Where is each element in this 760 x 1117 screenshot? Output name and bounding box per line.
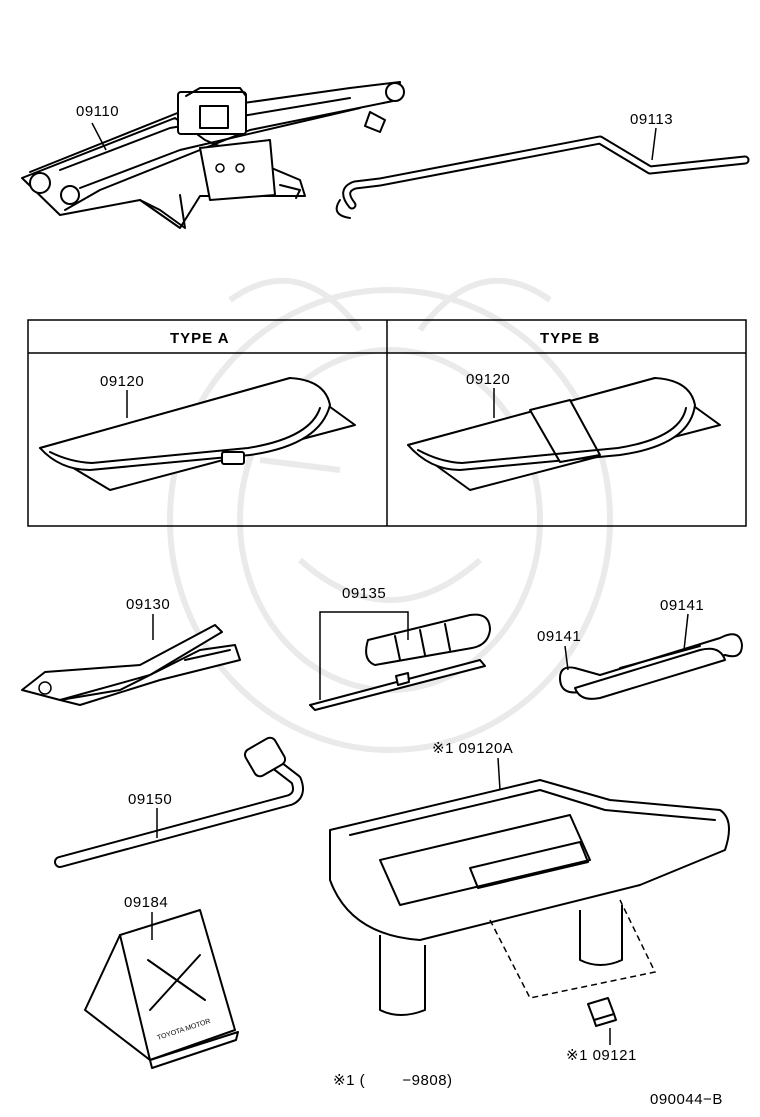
screwdriver-illustration (309, 613, 491, 711)
tray-clip-illustration (587, 997, 617, 1027)
type-table (27, 319, 747, 527)
label-tool-bag-b: 09120 (466, 371, 510, 388)
label-tray-clip: ※1 09121 (566, 1047, 637, 1064)
leader-jack (91, 122, 107, 151)
tool-bag-a-illustration (39, 377, 356, 491)
pliers-illustration (21, 624, 241, 706)
wheel-chock-illustration (84, 909, 239, 1069)
label-screwdriver: 09135 (342, 585, 386, 602)
label-jack-handle: 09113 (630, 111, 673, 128)
leader-wrench-left (564, 645, 569, 671)
watermark-logo (167, 277, 613, 753)
footnote: ※1 ( −9808) (333, 1072, 453, 1089)
label-wheel-chock: 09184 (124, 894, 168, 911)
label-tool-tray: ※1 09120A (432, 740, 513, 757)
type-a-header: TYPE A (170, 330, 230, 347)
diagram-id: 090044−B (650, 1091, 723, 1108)
tool-tray-illustration (329, 779, 730, 1016)
tool-bag-b-illustration (407, 377, 721, 491)
label-jack: 09110 (76, 103, 119, 120)
leader-jack-handle (651, 127, 657, 161)
type-b-header: TYPE B (540, 330, 600, 347)
leader-tool-tray (497, 757, 501, 791)
label-wrench-left: 09141 (537, 628, 581, 645)
leader-screwdriver (319, 611, 409, 700)
jack-illustration (21, 81, 405, 229)
jack-handle-illustration (335, 135, 750, 219)
label-wrench-right: 09141 (660, 597, 704, 614)
label-pliers: 09130 (126, 596, 170, 613)
label-tool-bag-a: 09120 (100, 373, 144, 390)
leader-wrench-right (683, 613, 689, 651)
label-lug-wrench: 09150 (128, 791, 172, 808)
lug-wrench-illustration (54, 736, 304, 868)
wrenches-illustration (559, 633, 743, 700)
